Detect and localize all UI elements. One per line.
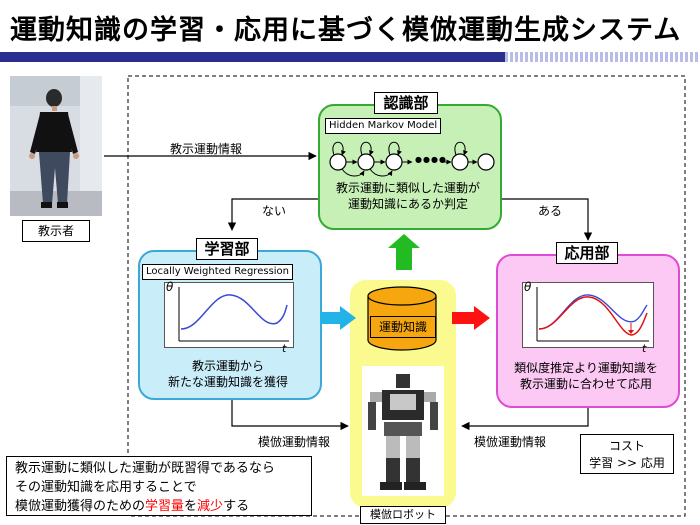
page-title: 運動知識の学習・応用に基づく模倣運動生成システム: [10, 15, 682, 46]
demonstrator-label: 教示者: [22, 220, 90, 242]
imitation-info-right-arrow: [461, 405, 589, 431]
note-highlight-learning-amount: 学習量: [145, 499, 185, 514]
note-line-3-post: する: [223, 499, 250, 514]
note-line-1: 教示運動に類似した運動が既習得であるなら: [15, 461, 275, 476]
no-branch-arrow: [227, 198, 320, 231]
cost-formula: 学習 >> 応用: [589, 456, 665, 470]
application-y-label: θ: [524, 280, 532, 294]
hmm-label: Hidden Markov Model: [325, 118, 442, 134]
recognition-desc-2: 運動知識にあるか判定: [347, 197, 468, 211]
note-line-3: 模倣運動獲得のための学習量を減少する: [15, 497, 311, 516]
imitation-info-left-arrow: [231, 398, 349, 431]
application-desc-1: 類似度推定より運動知識を: [514, 361, 658, 375]
note-line-2: その運動知識を応用することで: [15, 480, 197, 495]
demonstrator-photo: [10, 76, 102, 216]
note-highlight-reduce: 減少: [197, 499, 224, 514]
application-plot: [522, 282, 654, 348]
red-right-arrow: [452, 306, 490, 330]
title-underline: [0, 52, 700, 62]
cyan-right-arrow: [320, 306, 356, 330]
application-desc-2: 教示運動に合わせて応用: [519, 377, 652, 391]
robot-label: 模倣ロボット: [360, 506, 446, 524]
application-title: 応用部: [556, 242, 618, 264]
imitation-info-left-label: 模倣運動情報: [258, 435, 331, 449]
learning-x-label: t: [282, 342, 287, 355]
recognition-title: 認識部: [374, 92, 438, 114]
no-label: ない: [262, 204, 287, 218]
hmm-ellipsis: ●●●●: [415, 155, 447, 164]
learning-title: 学習部: [196, 238, 258, 260]
yes-branch-arrow: [500, 198, 593, 241]
learning-y-label: θ: [166, 280, 174, 294]
green-up-arrow: [388, 234, 420, 270]
teach-info-label: 教示運動情報: [170, 142, 243, 156]
note-line-3-pre: 模倣運動獲得のための: [15, 499, 146, 514]
learning-desc-1: 教示運動から: [191, 359, 264, 373]
robot-photo: [362, 366, 444, 496]
cost-title: コスト: [608, 439, 645, 453]
yes-label: ある: [538, 204, 563, 218]
hmm-state-chain: [329, 141, 495, 177]
note-box: 教示運動に類似した運動が既習得であるなら その運動知識を応用することで 模倣運動…: [6, 456, 312, 516]
note-line-3-mid: を: [184, 499, 198, 514]
imitation-info-right-label: 模倣運動情報: [474, 435, 547, 449]
cost-box: コスト 学習 >> 応用: [580, 434, 674, 474]
application-x-label: t: [642, 342, 647, 355]
db-label: 運動知識: [370, 316, 436, 338]
recognition-desc-1: 教示運動に類似した運動が: [335, 181, 480, 195]
learning-desc-2: 新たな運動知識を獲得: [167, 375, 288, 389]
lwr-label: Locally Weighted Regression: [142, 264, 294, 280]
learning-plot: [164, 282, 294, 348]
